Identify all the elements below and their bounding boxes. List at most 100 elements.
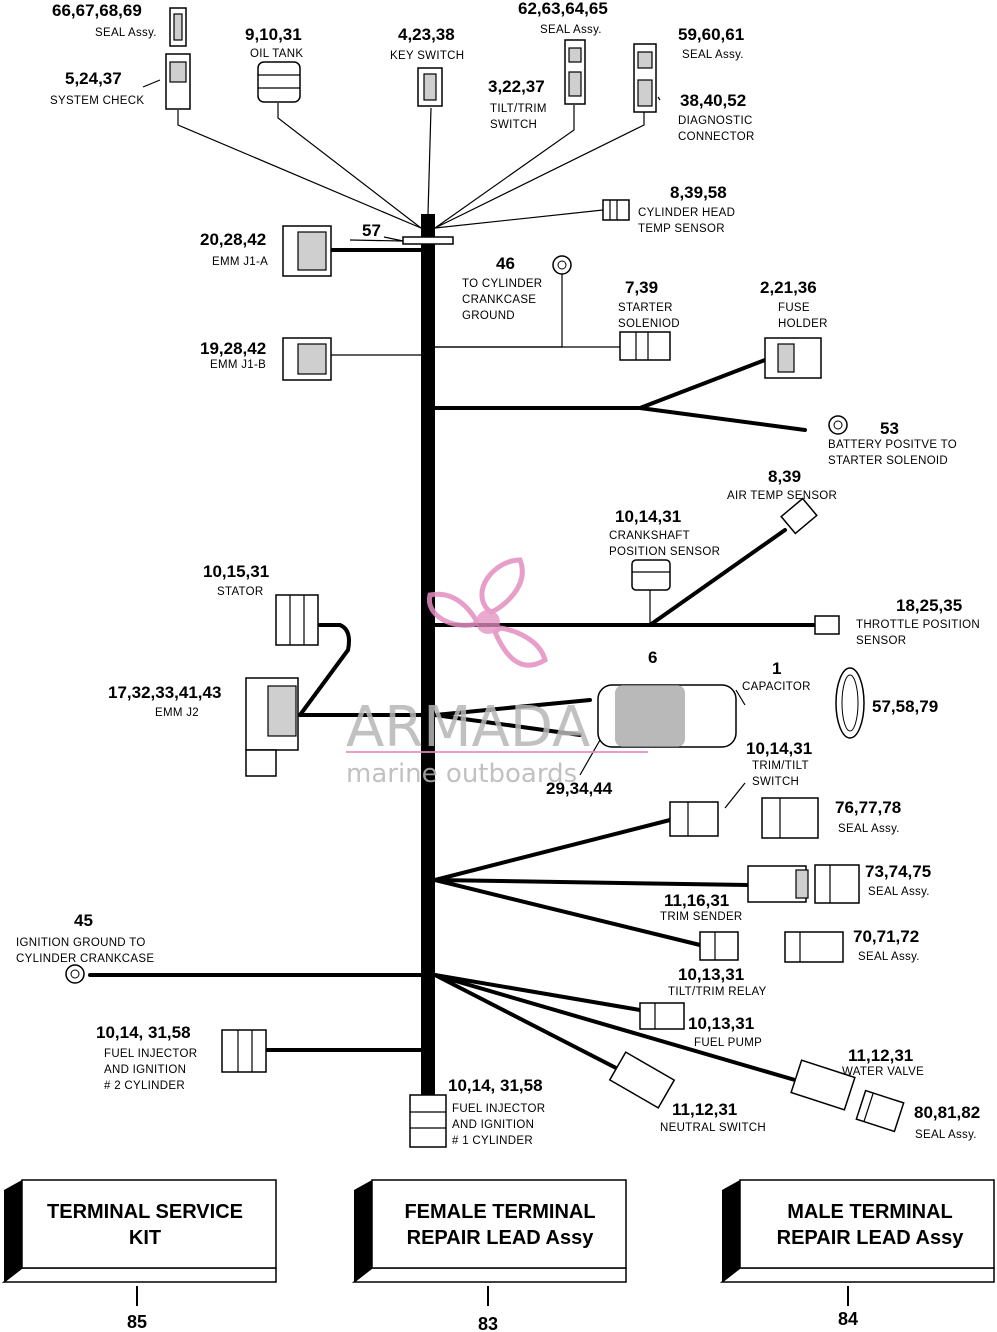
- emm-j1b-connector: [282, 337, 332, 381]
- callout-label: SEAL Assy.: [95, 27, 157, 39]
- callout-label: FUEL INJECTOR: [104, 1048, 197, 1060]
- callout-number: 53: [880, 419, 899, 438]
- callout-label: CRANKCASE: [462, 294, 536, 306]
- callout-label: SENSOR: [856, 635, 906, 647]
- callout-label: GROUND: [462, 310, 515, 322]
- callout-label: STATOR: [217, 586, 264, 598]
- emm-j2-connector: [245, 677, 299, 777]
- crankshaft-position-sensor: [631, 559, 671, 591]
- callout-number: 10,15,31: [203, 562, 269, 581]
- tilt-trim-relay-connector: [699, 931, 739, 961]
- callout-label: CAPACITOR: [742, 681, 811, 693]
- kit-title-line: KIT: [129, 1227, 161, 1249]
- callout-label: AND IGNITION: [104, 1064, 186, 1076]
- callout-label: FUEL PUMP: [694, 1037, 762, 1049]
- callout-number: 11,16,31: [664, 891, 729, 910]
- trim-sender-connector: [747, 865, 809, 903]
- callout-number: 8,39: [768, 467, 801, 486]
- trim-tilt-switch-connector: [669, 801, 719, 837]
- callout-number: 20,28,42: [200, 230, 266, 249]
- callout-label: FUEL INJECTOR: [452, 1103, 545, 1115]
- kit-title-line: MALE TERMINAL: [787, 1201, 953, 1223]
- callout-number: 57: [362, 221, 381, 240]
- callout-label: TO CYLINDER: [462, 278, 542, 290]
- callout-number: 10,14,31: [615, 507, 681, 526]
- callout-number: 10,14,31: [746, 739, 812, 758]
- harness-wires: [88, 79, 817, 1107]
- system-check-connector: [165, 53, 191, 110]
- callout-label: CYLINDER CRANKCASE: [16, 953, 154, 965]
- callout-label: NEUTRAL SWITCH: [660, 1122, 766, 1134]
- callout-number: 38,40,52: [680, 91, 746, 110]
- oil-tank-connector: [257, 61, 301, 103]
- callout-label: SYSTEM CHECK: [50, 95, 144, 107]
- seal-assy-76: [761, 797, 819, 839]
- callout-number: 7,39: [625, 278, 658, 297]
- kit-title-line: FEMALE TERMINAL: [404, 1201, 595, 1223]
- key-switch-connector: [417, 67, 443, 107]
- kit-title-line: REPAIR LEAD Assy: [407, 1227, 595, 1249]
- capacitor: [597, 684, 737, 748]
- callout-label: STARTER: [618, 302, 673, 314]
- callout-label: TILT/TRIM: [490, 103, 547, 115]
- callout-number: 73,74,75: [865, 862, 931, 881]
- callout-number: 59,60,61: [678, 25, 744, 44]
- callout-label: BATTERY POSITVE TO: [828, 439, 957, 451]
- callout-label: EMM J1-B: [210, 359, 266, 371]
- callout-number: 66,67,68,69: [52, 1, 142, 20]
- callout-label: TRIM SENDER: [660, 911, 743, 923]
- callout-number: 11,12,31: [848, 1046, 913, 1065]
- crankcase-ground-terminal: [552, 255, 572, 275]
- callout-number: 10,14, 31,58: [448, 1076, 543, 1095]
- starter-solenoid-connector: [619, 331, 671, 361]
- callout-number: 11,12,31: [672, 1100, 737, 1119]
- callout-part-29: 29,34,44: [546, 779, 613, 798]
- callout-number: 10,13,31: [688, 1014, 754, 1033]
- callout-label: EMM J2: [155, 707, 199, 719]
- callout-label: TRIM/TILT: [752, 760, 809, 772]
- callout-label: SWITCH: [490, 119, 537, 131]
- main-harness-trunk: [421, 214, 435, 1100]
- callout-label: # 1 CYLINDER: [452, 1135, 533, 1147]
- kit-number: 84: [838, 1309, 858, 1329]
- cylinder-head-temp-sensor: [602, 199, 630, 221]
- callout-number: 3,22,37: [488, 77, 545, 96]
- emm-j1a-connector: [282, 225, 332, 277]
- callout-number: 29,34,44: [546, 779, 613, 798]
- callout-number: 17,32,33,41,43: [108, 683, 221, 702]
- callout-label: CYLINDER HEAD: [638, 207, 735, 219]
- neutral-switch-connector: [608, 1051, 676, 1109]
- callout-label: FUSE: [778, 302, 810, 314]
- diagnostic-connector: [633, 43, 657, 113]
- watermark-brand: ARMADA: [346, 695, 590, 760]
- callout-label: SWITCH: [752, 776, 799, 788]
- callout-label: SOLENIOD: [618, 318, 680, 330]
- callout-label: TEMP SENSOR: [638, 223, 725, 235]
